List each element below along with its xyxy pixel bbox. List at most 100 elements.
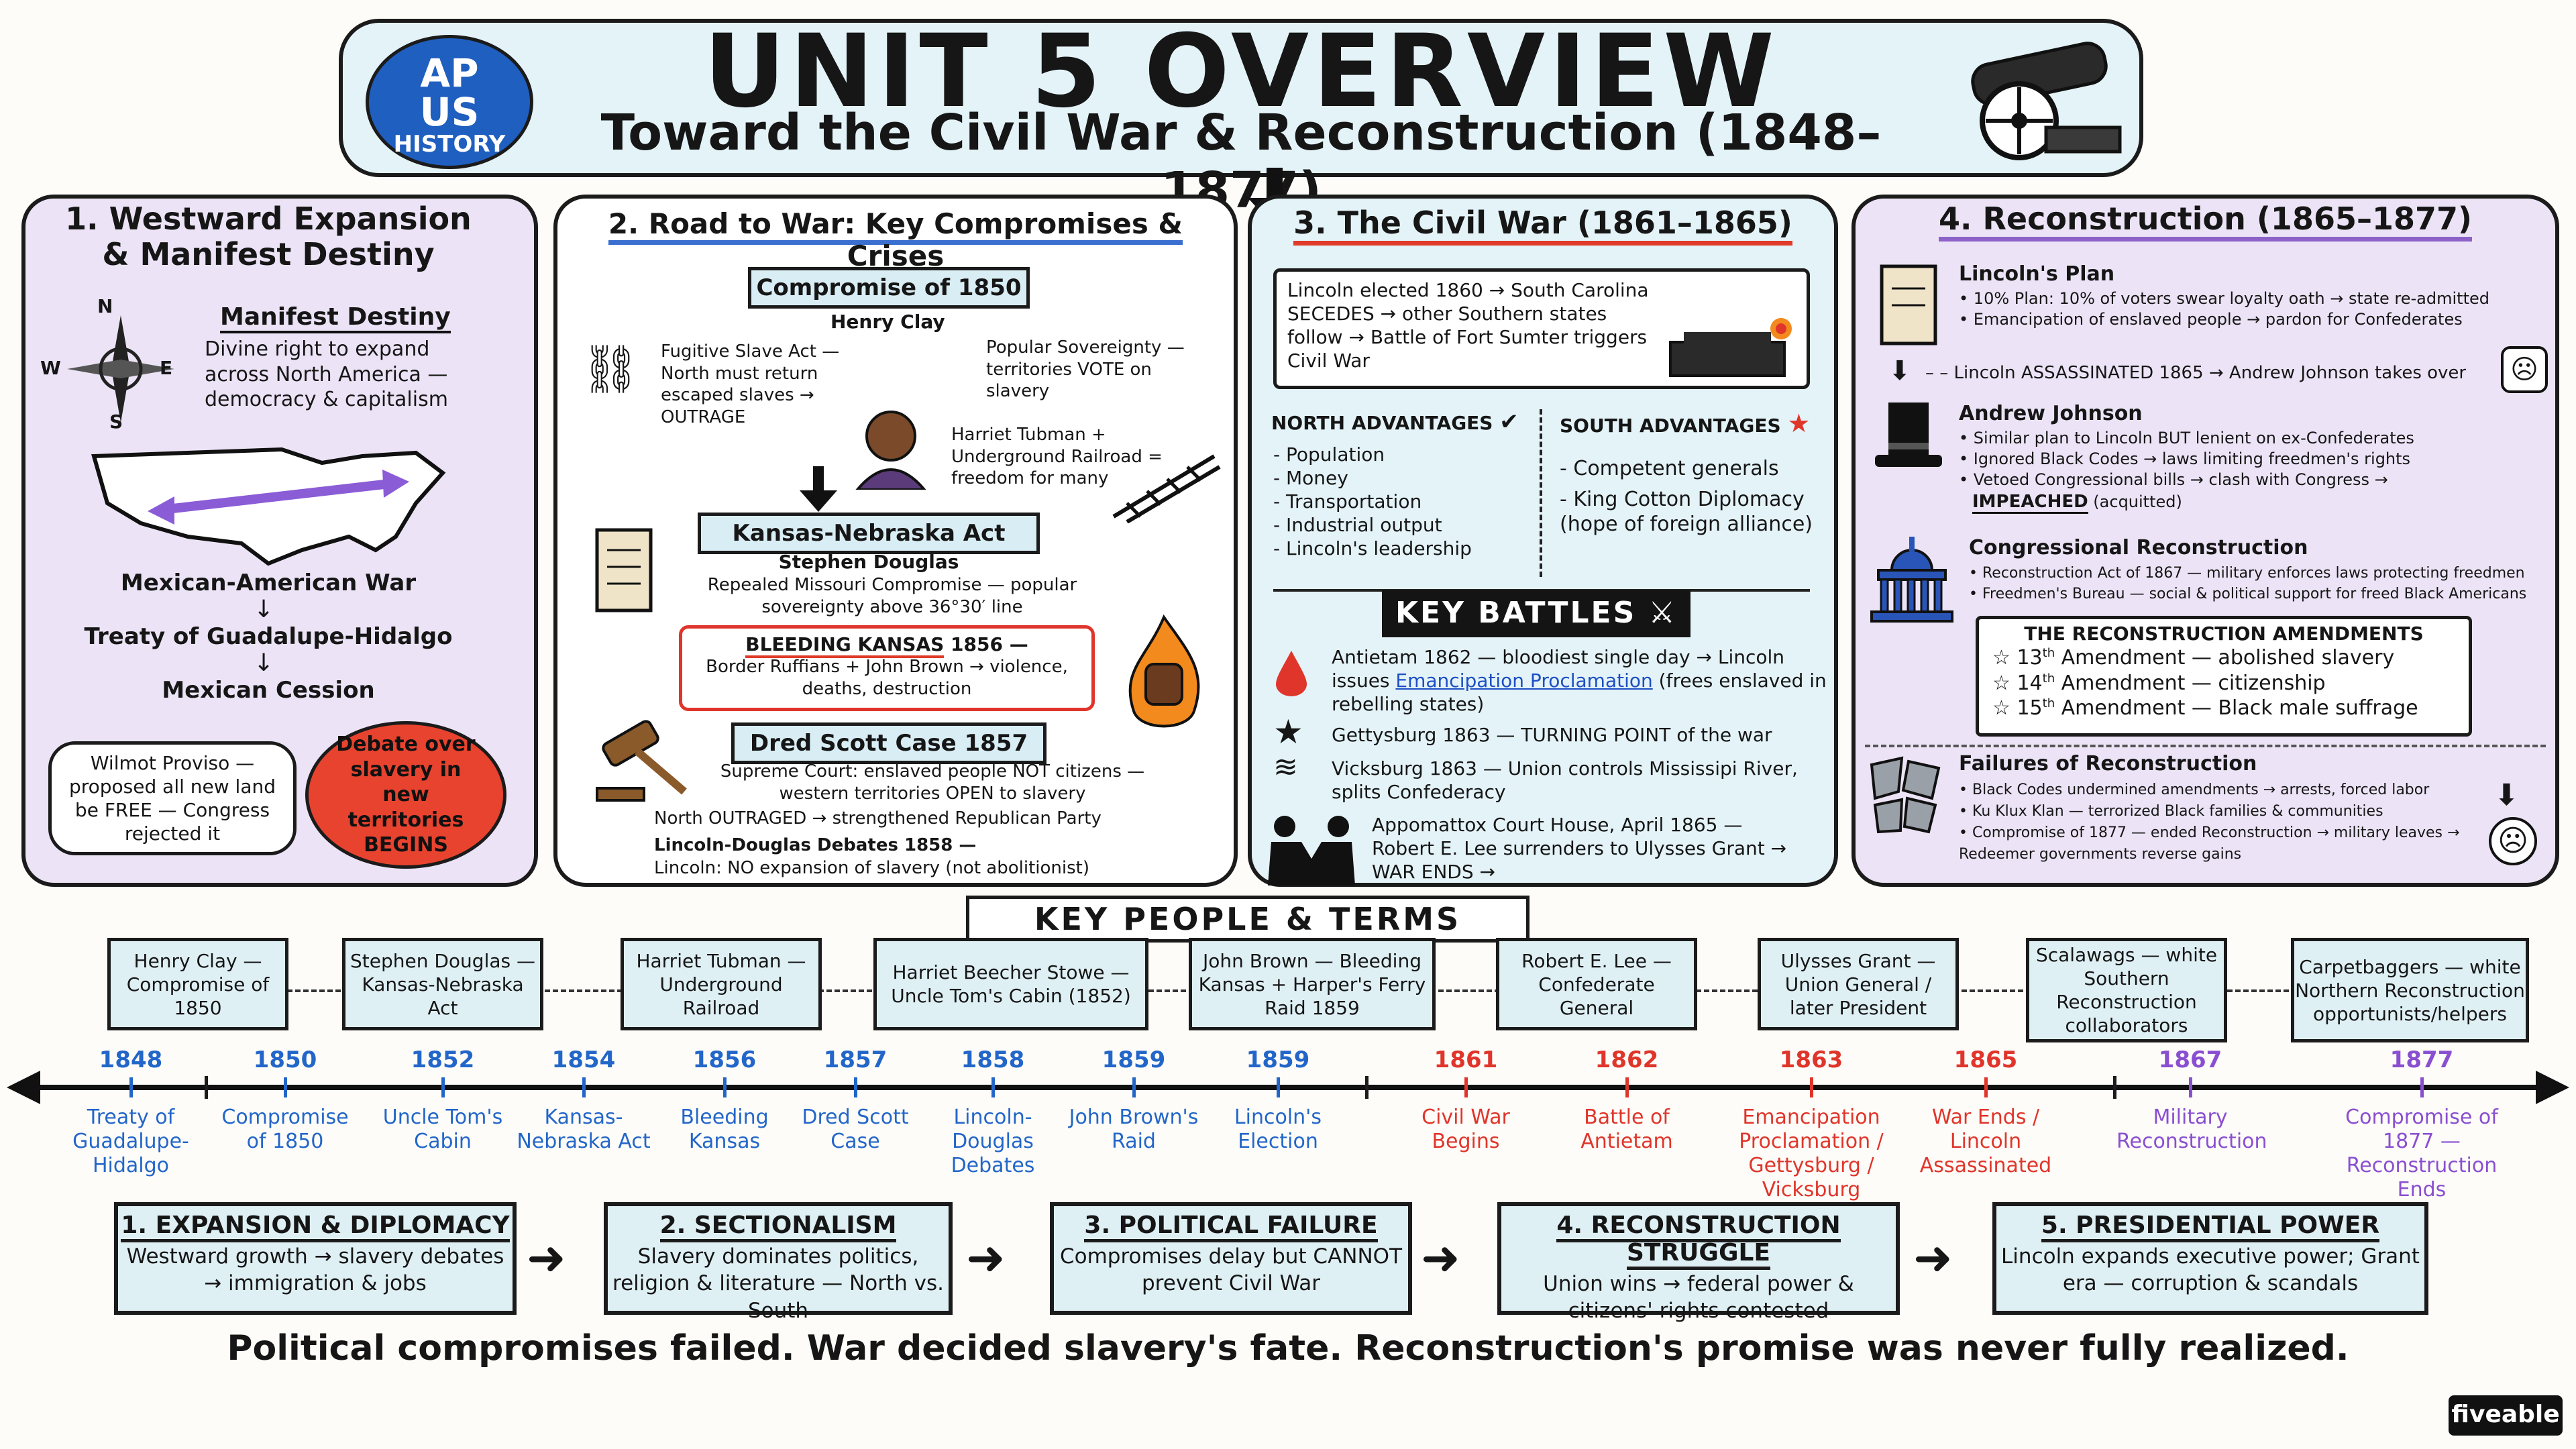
johnson-item-4: IMPEACHED (acquitted) [1959,491,2549,514]
failures-title: Failures of Reconstruction [1959,752,2257,775]
person-henry-clay: Henry Clay — Compromise of 1850 [107,938,288,1030]
amendment-13-text: Amendment — abolished slavery [2055,646,2395,669]
compass-e: E [160,357,173,379]
timeline-year: 1857 [823,1046,888,1073]
tubman-text: Harriet Tubman + Underground Railroad = … [951,425,1163,488]
north-list: - Population - Money - Transportation - … [1273,443,1528,560]
north-item-2-text: Money [1286,467,1348,489]
theme-presidential-power-text: Lincoln expands executive power; Grant e… [2001,1244,2420,1296]
antietam-text: Antietam 1862 — bloodiest single day → L… [1332,645,1828,716]
theme-expansion: 1. EXPANSION & DIPLOMACY Westward growth… [114,1202,517,1315]
arrow-right-icon: ➜ [527,1230,566,1285]
chain-mexican-american-war: Mexican-American War [120,570,417,596]
theme-reconstruction-struggle-title-text: 4. RECONSTRUCTION STRUGGLE [1556,1212,1841,1270]
timeline-label: Dred Scott Case [802,1106,909,1153]
timeline-marker [1810,1077,1813,1097]
timeline-label: Bleeding Kansas [680,1106,769,1153]
divider-line [1865,745,2546,747]
badge-line-1: AP [420,50,479,96]
timeline-marker [854,1077,857,1097]
amendment-15: ☆ 15th Amendment — Black male suffrage [1992,696,2455,721]
timeline-label: Military Reconstruction [2116,1106,2267,1153]
timeline-year: 1867 [2158,1046,2222,1073]
advantages-divider [1540,409,1542,577]
timeline-label: War Ends / Lincoln Assassinated [1919,1106,2052,1177]
dred-scott-text2: North OUTRAGED → strengthened Republican… [654,808,1102,828]
south-advantages-title-text: SOUTH ADVANTAGES [1560,415,1781,437]
broken-pieces-icon [1862,751,1949,839]
gettysburg-text: Gettysburg 1863 — TURNING POINT of the w… [1332,724,1772,746]
theme-sectionalism-title: 2. SECTIONALISM [608,1212,949,1242]
johnson-item-1-text: Similar plan to Lincoln BUT lenient on e… [1973,429,2414,447]
person-carpetbaggers: Carpetbaggers — white Northern Reconstru… [2291,938,2529,1042]
secession-text: Lincoln elected 1860 → South Carolina SE… [1287,279,1649,372]
congressional-list: • Reconstruction Act of 1867 — military … [1969,564,2553,605]
timeline-label: Battle of Antietam [1580,1106,1673,1153]
timeline-marker [441,1077,445,1097]
arrow-right-icon: ➜ [966,1230,1006,1285]
south-item-2: - King Cotton Diplomacy (hope of foreign… [1560,487,1813,537]
timeline-marker [723,1077,727,1097]
kn-text: Repealed Missouri Compromise — popular s… [707,575,1077,617]
manifest-destiny-title: Manifest Destiny [220,303,451,333]
panel3-title-text: 3. The Civil War (1861–1865) [1293,205,1792,246]
johnson-list: • Similar plan to Lincoln BUT lenient on… [1959,428,2549,514]
timeline-marker [284,1077,287,1097]
ribbon-compromise-1850: Compromise of 1850 [748,267,1030,309]
panel2-title-text: 2. Road to War: Key Compromises & Crises [608,207,1183,278]
ap-badge: AP US HISTORY [366,35,533,169]
timeline-label: Kansas-Nebraska Act [517,1106,651,1153]
amendment-14-suffix: th [2042,671,2055,686]
timeline-marker [582,1077,586,1097]
vicksburg-text: Vicksburg 1863 — Union controls Mississi… [1332,757,1798,803]
handshake-icon [1261,812,1362,885]
star-outline-icon: ☆ [1992,646,2010,669]
arrow-left-icon [7,1069,40,1106]
amendment-14-text: Amendment — citizenship [2055,671,2326,695]
key-people-banner: KEY PEOPLE & TERMS [966,896,1529,943]
timeline-year: 1862 [1595,1046,1659,1073]
impeached-text: IMPEACHED [1972,491,2088,514]
north-advantages-title: NORTH ADVANTAGES ✔ [1271,408,1519,437]
page-title: UNIT 5 OVERVIEW [704,13,1778,130]
johnson-item-3-text: Vetoed Congressional bills → clash with … [1973,470,2388,490]
sad-face-icon: ☹ [2489,817,2537,865]
congressional-title: Congressional Reconstruction [1969,536,2308,559]
south-list: - Competent generals - King Cotton Diplo… [1560,456,1828,537]
panel1-title: 1. Westward Expansion & Manifest Destiny [65,201,472,272]
badge-line-2: US [419,89,480,135]
north-item-3: - Transportation [1273,490,1422,513]
timeline-divider-2 [1365,1076,1368,1099]
person-harriet-tubman: Harriet Tubman — Underground Railroad [621,938,822,1030]
bleeding-kansas-box: BLEEDING KANSAS 1856 — Border Ruffians +… [679,625,1095,711]
johnson-item-2: • Ignored Black Codes → laws limiting fr… [1959,449,2411,469]
north-item-4-text: Industrial output [1286,514,1442,536]
failures-item-1-text: Black Codes undermined amendments → arre… [1972,782,2430,798]
water-waves-icon: ≋ [1273,750,1298,784]
failures-list: • Black Codes undermined amendments → ar… [1959,780,2489,865]
person-stephen-douglas: Stephen Douglas — Kansas-Nebraska Act [342,938,543,1030]
manifest-destiny-text: Divine right to expand across North Amer… [205,337,448,411]
timeline-year: 1865 [1953,1046,2018,1073]
timeline-marker [2420,1077,2424,1097]
lincoln-plan-item-2: • Emancipation of enslaved people → pard… [1959,310,2463,329]
lincoln-plan-item-1: • 10% Plan: 10% of voters swear loyalty … [1959,289,2489,308]
person-john-brown: John Brown — Bleeding Kansas + Harper's … [1189,938,1436,1030]
congressional-item-2: • Freedmen's Bureau — social & political… [1969,585,2527,602]
compass-s: S [109,411,123,433]
person-scalawags: Scalawags — white Southern Reconstructio… [2026,938,2227,1042]
congressional-item-2-text: Freedmen's Bureau — social & political s… [1982,585,2527,602]
lincoln-plan-item-2-text: Emancipation of enslaved people → pardon… [1973,310,2463,329]
timeline-marker [1984,1077,1988,1097]
compass-rose-icon [40,302,201,436]
capitol-building-icon [1865,523,1959,624]
timeline-marker [1277,1077,1280,1097]
theme-political-failure-title-text: 3. POLITICAL FAILURE [1084,1212,1378,1242]
douglas-label: Stephen Douglas [778,551,959,573]
timeline-year: 1856 [692,1046,757,1073]
theme-expansion-text: Westward growth → slavery debates → immi… [126,1244,504,1296]
emancipation-proclamation-link[interactable]: Emancipation Proclamation [1395,669,1653,692]
cannon-icon [1959,27,2133,168]
failures-item-3-text: Compromise of 1877 — ended Reconstructio… [1959,824,2460,863]
arrow-right-icon: ➜ [1913,1230,1953,1285]
